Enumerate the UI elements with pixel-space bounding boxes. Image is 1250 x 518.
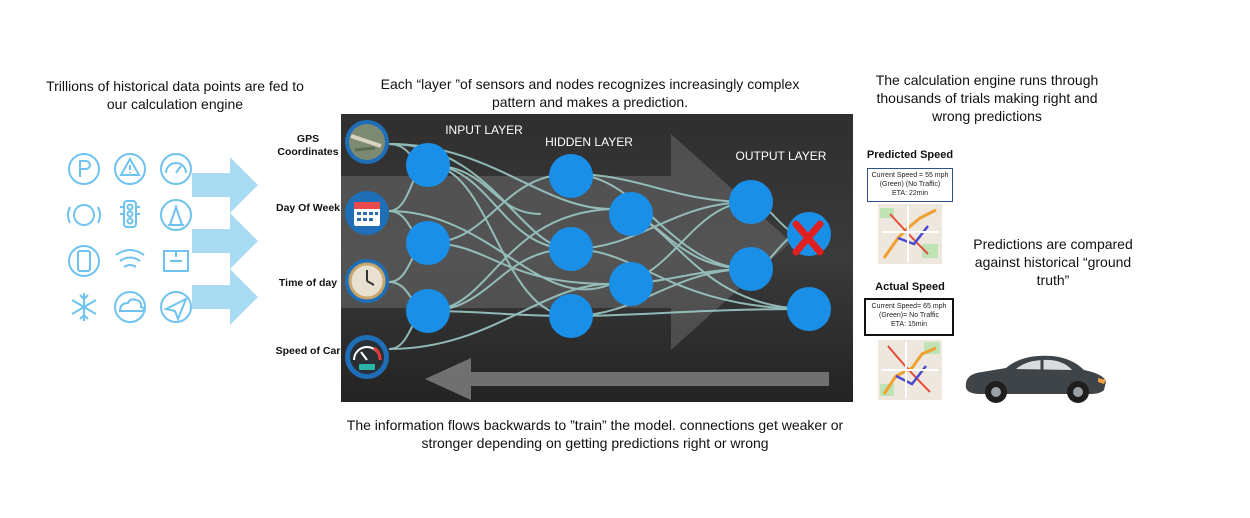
- hidden-node: [549, 154, 593, 198]
- actual-line-3: ETA: 15min: [890, 321, 928, 328]
- phone-icon: [68, 245, 100, 277]
- predicted-speed-title: Predicted Speed: [866, 149, 954, 161]
- hidden-node: [549, 227, 593, 271]
- speedometer-icon: [345, 335, 389, 379]
- clock-icon: [345, 259, 389, 303]
- predicted-line-1: Current Speed = 55 mph: [871, 172, 949, 179]
- hidden-node: [609, 262, 653, 306]
- weather-icon: [114, 291, 146, 323]
- neural-network-panel: INPUT LAYER HIDDEN LAYER OUTPUT LAYER: [341, 114, 853, 402]
- flow-arrow: [192, 269, 258, 325]
- hidden-layer-label: HIDDEN LAYER: [545, 135, 633, 149]
- wifi-icon: [115, 249, 145, 268]
- actual-line-2: (Green)= No Traffic: [879, 312, 939, 319]
- flow-arrow: [192, 213, 258, 269]
- parking-icon: [68, 153, 100, 185]
- input-node: [406, 143, 450, 187]
- predicted-line-3: ETA: 22min: [891, 190, 929, 197]
- input-label-day: Day Of Week: [276, 202, 340, 214]
- hidden-node: [609, 192, 653, 236]
- right-top-caption: The calculation engine runs through thou…: [875, 72, 1099, 124]
- road-icon: [163, 250, 189, 272]
- actual-speed-box: Current Speed= 65 mph (Green)= No Traffi…: [864, 298, 954, 336]
- cone-icon: [160, 199, 192, 231]
- output-layer-label: OUTPUT LAYER: [736, 149, 827, 163]
- calendar-icon: [345, 191, 389, 235]
- actual-speed-title: Actual Speed: [875, 281, 945, 293]
- map-photo-icon: [345, 120, 389, 164]
- flow-arrows: [192, 157, 258, 325]
- hidden-node: [549, 294, 593, 338]
- output-node: [787, 287, 831, 331]
- actual-line-1: Current Speed= 65 mph: [871, 303, 947, 310]
- right-mid-caption: Predictions are compared against histori…: [973, 236, 1133, 288]
- input-node: [406, 221, 450, 265]
- actual-map-image: [878, 340, 942, 400]
- input-label-gps: GPS Coordinates: [277, 133, 339, 158]
- input-layer-label: INPUT LAYER: [445, 123, 523, 137]
- predicted-map-image: [878, 204, 942, 264]
- top-caption: Each “layer ”of sensors and nodes recogn…: [380, 76, 800, 110]
- bottom-caption: The information flows backwards to ”trai…: [346, 417, 844, 451]
- wrong-prediction-x-icon: [792, 220, 824, 256]
- navigation-icon: [160, 291, 192, 323]
- left-caption: Trillions of historical data points are …: [46, 78, 304, 112]
- snowflake-icon: [71, 293, 97, 321]
- output-node: [729, 247, 773, 291]
- input-label-time: Time of day: [278, 277, 338, 289]
- data-icons-grid: [67, 153, 192, 323]
- backward-arrow: [425, 358, 829, 400]
- flow-arrow: [192, 157, 258, 213]
- car-image: [965, 355, 1106, 403]
- warning-icon: [114, 153, 146, 185]
- predicted-line-2: (Green) (No Traffic): [879, 181, 941, 188]
- traffic-light-icon: [120, 200, 140, 228]
- input-label-speed: Speed of Car: [275, 345, 341, 357]
- input-node: [406, 289, 450, 333]
- gauge-icon: [160, 153, 192, 185]
- output-node: [729, 180, 773, 224]
- abs-icon: [67, 204, 101, 226]
- predicted-speed-box: Current Speed = 55 mph (Green) (No Traff…: [867, 168, 953, 202]
